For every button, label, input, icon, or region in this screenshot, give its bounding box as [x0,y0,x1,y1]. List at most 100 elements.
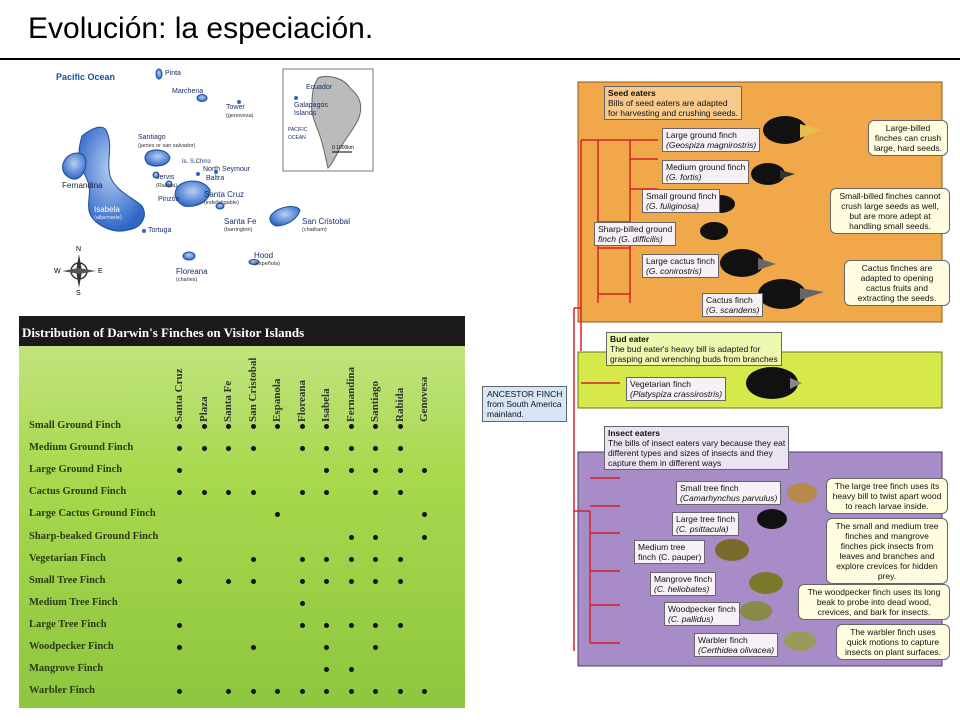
presence-dot [397,622,403,628]
table-row-label: Medium Tree Finch [29,596,118,608]
presence-dot [373,689,378,695]
column-header: Floreana [295,380,308,422]
presence-dot [348,556,354,562]
table-row-label: Vegetarian Finch [29,552,106,564]
presence-dot [397,424,403,429]
table-row-label: Cactus Ground Finch [29,486,127,498]
slide-title: Evolución: la especiación. [28,12,374,45]
presence-dot [177,446,182,452]
presence-dot [177,622,182,628]
island-label: North Seymour [203,166,251,173]
inset-islands-label: Galapagos Islands [294,102,328,117]
table-row-label: Sharp-beaked Ground Finch [29,530,159,542]
santa-cruz-island-shape [174,180,211,207]
presence-dot [373,468,378,474]
presence-dot [373,645,378,650]
presence-dot [324,424,329,429]
presence-dot [177,645,182,650]
island-label: Fernandina [62,181,103,190]
inset-scale-label: 0 1000km [332,145,354,151]
presence-dot [422,468,427,474]
ocean-label: Pacific Ocean [56,72,116,82]
bill-callout: The woodpecker finch uses its long beak … [798,584,950,620]
presence-dot [177,468,182,474]
presence-dot [422,534,427,540]
island-label: Isabela(albemarle) [94,205,122,222]
presence-dot [226,446,231,452]
presence-dot [177,689,182,695]
island-label: Pinta [165,70,181,77]
island-label: Santiago(james or san salvador) [138,134,196,149]
presence-dot [348,534,354,540]
presence-dot [324,556,329,562]
presence-dot [299,556,305,562]
island-label: Santa Cruz(indefatigable) [204,190,245,207]
island-label: Santa Fe(barrington) [224,217,257,234]
bill-callout: Small-billed finches cannot crush large … [830,188,950,234]
presence-dot [348,689,354,695]
presence-dot [299,622,305,628]
presence-dot [177,556,182,562]
presence-dot [373,446,378,452]
presence-dot [250,578,256,584]
presence-dot [422,512,427,518]
island-label: Hood(espeñola) [254,251,280,268]
species-label: Small tree finch(Camarhynchus parvulus) [676,481,782,505]
island-label: Tortuga [148,227,172,234]
tower-island-shape [237,100,241,104]
title-divider [0,58,960,60]
presence-dot [397,689,403,695]
presence-dot [397,490,403,496]
presence-dot [201,490,207,496]
presence-dot [397,468,403,474]
presence-dot [373,622,378,628]
presence-dot [226,424,231,429]
island-label: Is. S.Chrro [182,159,211,165]
presence-dot [397,578,403,584]
presence-dot [226,689,231,695]
presence-dot [397,556,403,562]
table-header-bar: Distribution of Darwin's Finches on Visi… [19,316,465,346]
island-label: Tower(genovesa) [226,104,254,119]
table-row-label: Large Ground Finch [29,464,123,476]
presence-dot [324,490,329,496]
presence-dot [201,446,207,452]
bill-callout: Cactus finches are adapted to opening ca… [844,260,950,306]
presence-dot [299,689,305,695]
presence-dot [299,424,305,429]
santiago-island-shape [144,149,171,167]
galapagos-map: Pacific Ocean Pinta Marchena Tower(genov… [44,66,390,306]
presence-dot [299,490,305,496]
island-label: Floreana(charles) [176,267,208,284]
table-row-label: Mangrove Finch [29,663,104,675]
presence-dot [324,689,329,695]
presence-dot [348,622,354,628]
presence-dot [348,446,354,452]
column-header: Plaza [197,396,210,422]
bill-callout: The small and medium tree finches and ma… [826,518,948,584]
island-label: Baltra [206,175,225,182]
presence-dot [201,424,207,429]
fernandina-island-shape [62,152,87,180]
table-row-label: Large Tree Finch [29,618,107,630]
bill-callout: Large-billed finches can crush large, ha… [868,120,948,156]
floreana-island-shape [182,251,196,261]
island-label: San Cristobal(chatham) [302,217,351,234]
presence-dot [348,424,354,429]
finch-distribution-table: Distribution of Darwin's Finches on Visi… [19,316,465,708]
presence-dot [324,622,329,628]
presence-dot [324,468,329,474]
presence-dot [250,490,256,496]
presence-dot [348,667,354,673]
presence-dot [177,424,182,429]
column-header: Santa Cruz [173,368,185,422]
column-header: Santa Fe [222,380,234,422]
south-america-inset-map: Ecuador Galapagos Islands PACIFIC OCEAN … [282,68,374,172]
presence-dot [373,578,378,584]
hood-island-shape [248,259,260,265]
presence-dot [324,578,329,584]
